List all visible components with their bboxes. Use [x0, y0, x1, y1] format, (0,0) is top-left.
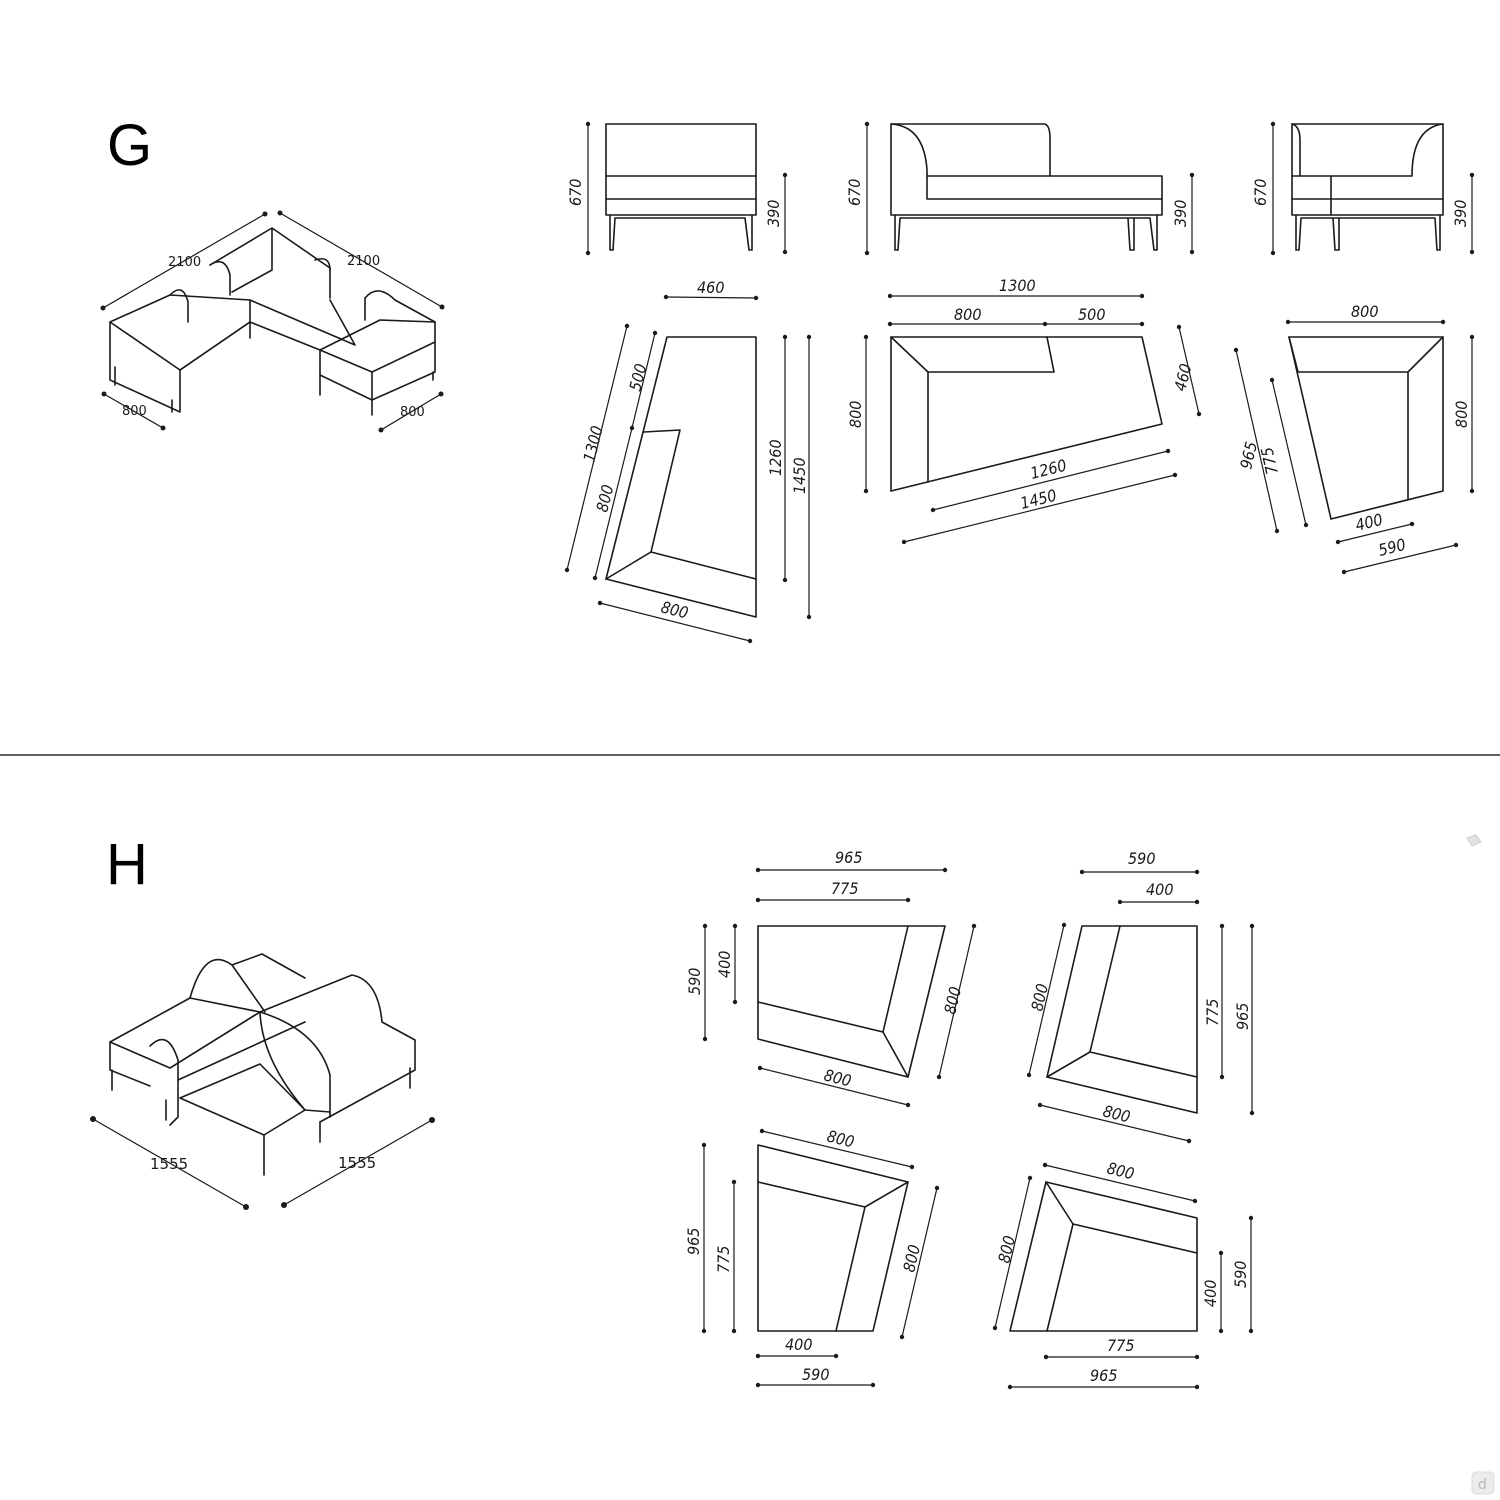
g-e2-seat: 390: [1171, 200, 1190, 227]
cube-icon: [1466, 834, 1482, 847]
h-tl-b800: 800: [822, 1065, 853, 1090]
g-p3-top: 800: [1351, 302, 1378, 321]
g-p2-1260: 1260: [1028, 456, 1068, 483]
h-plan-bottom-left: 800 965 775 800 400 590: [684, 1126, 940, 1388]
h-tl-775: 775: [831, 879, 858, 898]
g-p2-1450: 1450: [1018, 486, 1058, 513]
h-br-965: 965: [1090, 1366, 1117, 1385]
d-logo-icon: d: [1471, 1471, 1495, 1495]
g-p1-1450: 1450: [790, 457, 809, 494]
g-p2-500: 500: [1078, 305, 1105, 324]
section-h-letter: H: [106, 832, 148, 897]
g-elevation-1: 670 390: [566, 121, 788, 256]
g-e2-height: 670: [845, 179, 864, 206]
h-iso-dimensions: 1555 1555: [90, 1116, 435, 1210]
g-p1-1300: 1300: [579, 424, 606, 464]
g-plan-2: 1300 800 500 800 460 1260 1450: [846, 276, 1202, 545]
g-p1-500: 500: [625, 362, 650, 393]
g-plan-1: 460 500 1300 800 1260 1450 800: [564, 278, 812, 644]
g-iso-depth-left: 2100: [168, 255, 201, 270]
h-br-775: 775: [1107, 1336, 1134, 1355]
h-tl-r800: 800: [940, 985, 965, 1016]
section-g-letter: G: [107, 113, 152, 178]
h-br-t800: 800: [1105, 1158, 1136, 1183]
h-plan-top-left: 965 775 590 400 800 800: [685, 848, 977, 1108]
g-iso-depth-right: 2100: [347, 254, 380, 269]
g-p1-top: 460: [697, 278, 724, 297]
g-p3-775: 775: [1257, 445, 1282, 476]
h-bl-590: 590: [802, 1365, 829, 1384]
g-e3-height: 670: [1251, 179, 1270, 206]
h-tr-590: 590: [1128, 849, 1155, 868]
h-tr-400: 400: [1146, 880, 1173, 899]
h-tl-965: 965: [835, 848, 862, 867]
h-tr-b800: 800: [1101, 1101, 1132, 1126]
h-plan-top-right: 590 400 800 775 965 800: [1026, 849, 1255, 1144]
h-tr-775: 775: [1203, 999, 1222, 1026]
h-bl-965: 965: [684, 1228, 703, 1255]
h-iso-depth-right: 1555: [338, 1154, 376, 1172]
h-bl-r800: 800: [899, 1243, 924, 1274]
h-bl-775: 775: [714, 1246, 733, 1273]
h-tr-l800: 800: [1027, 982, 1052, 1013]
g-iso-width-left: 800: [122, 404, 147, 419]
g-p3-right: 800: [1452, 401, 1471, 428]
svg-text:d: d: [1478, 1477, 1487, 1493]
g-p3-400: 400: [1353, 510, 1384, 535]
g-p1-1260: 1260: [766, 439, 785, 476]
g-elevation-3: 670 390: [1251, 121, 1475, 256]
h-tl-400: 400: [715, 951, 734, 978]
g-iso-dimensions: 2100 2100 800 800: [100, 210, 445, 433]
g-p3-590: 590: [1376, 535, 1407, 560]
g-e1-seat: 390: [764, 200, 783, 227]
h-bl-400: 400: [785, 1335, 812, 1354]
h-isometric-sofa: [109, 953, 416, 1176]
h-tr-965: 965: [1233, 1003, 1252, 1030]
g-p3-965: 965: [1236, 440, 1261, 471]
g-plan-3: 800 800 965 775 400 590: [1233, 302, 1475, 575]
g-p2-right: 460: [1170, 362, 1195, 393]
g-p2-left: 800: [846, 401, 865, 428]
h-iso-depth-left: 1555: [150, 1155, 188, 1173]
g-p1-800: 800: [592, 483, 617, 514]
h-br-400: 400: [1201, 1280, 1220, 1307]
g-iso-width-right: 800: [400, 405, 425, 420]
g-isometric-sofa: [109, 227, 436, 416]
h-plan-bottom-right: 800 800 400 590 775 965: [992, 1158, 1254, 1390]
h-br-590: 590: [1231, 1261, 1250, 1288]
g-elevation-2: 670 390: [845, 121, 1195, 256]
g-p2-800: 800: [954, 305, 981, 324]
h-br-l800: 800: [994, 1234, 1019, 1265]
g-p2-total: 1300: [999, 276, 1036, 295]
g-e1-height: 670: [566, 179, 585, 206]
h-tl-590: 590: [685, 968, 704, 995]
g-e3-seat: 390: [1451, 200, 1470, 227]
